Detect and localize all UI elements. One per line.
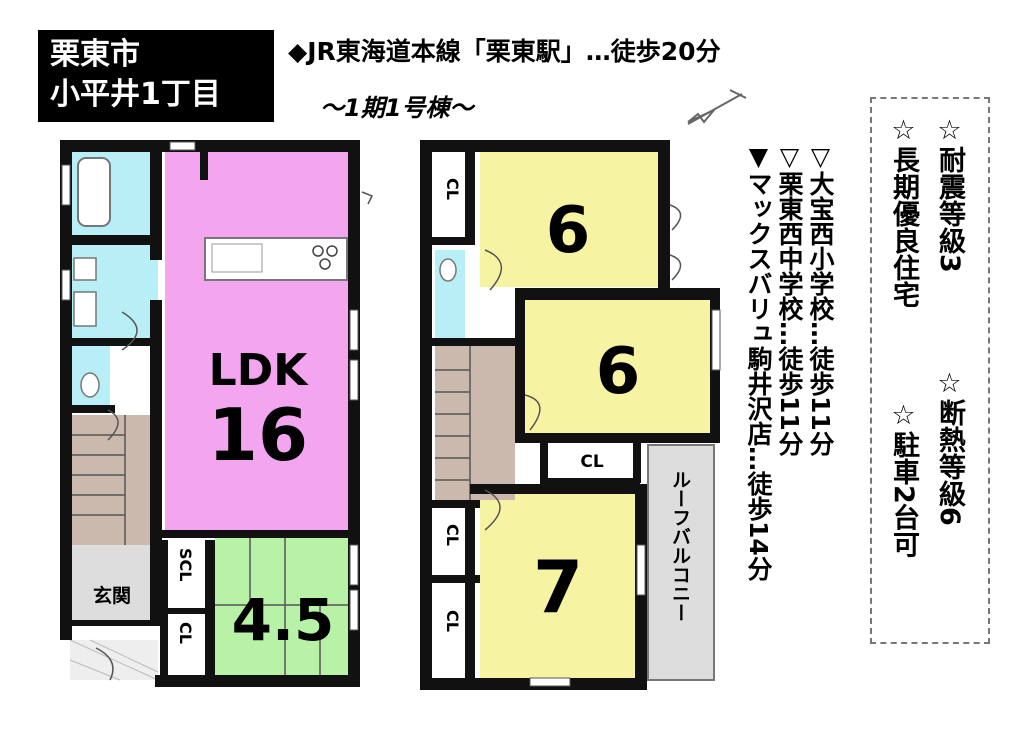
feature-parking: ☆駐車2台可 <box>888 400 919 558</box>
washer-icon <box>73 257 97 281</box>
bathtub-icon <box>77 157 111 227</box>
washbasin-icon <box>73 291 97 327</box>
roof-balcony-label: ルーフバルコニー <box>669 470 691 622</box>
phase-label: 〜1期1号棟〜 <box>320 94 474 122</box>
washitsu-size: 4.5 <box>232 586 335 654</box>
area-town: 小平井1丁目 <box>50 77 221 112</box>
genkan-area <box>70 545 158 625</box>
station-access: ◆JR東海道本線「栗東駅」…徒歩20分 <box>288 37 721 66</box>
room-c-size: 7 <box>533 545 583 629</box>
room-a-size: 6 <box>546 194 591 268</box>
toilet-icon <box>80 372 100 398</box>
floor-1 <box>60 140 374 687</box>
cl-closet-1f <box>165 615 210 675</box>
access-junior-high: ▽栗東西中学校…徒歩11分 <box>775 142 804 456</box>
stairs-2f <box>435 345 515 500</box>
feature-box <box>870 97 990 644</box>
bedroom-c <box>480 493 640 678</box>
room-b-size: 6 <box>596 335 641 409</box>
bedroom-b <box>525 298 715 433</box>
ldk-size: 16 <box>208 393 308 477</box>
cl-label-2f-top: CL <box>443 178 462 200</box>
cl-label-1f: CL <box>176 622 195 644</box>
area-city: 栗東市 <box>50 37 140 72</box>
sink-icon <box>211 243 263 273</box>
access-supermarket: ▼マックスバリュ駒井沢店…徒歩14分 <box>744 142 773 581</box>
feature-earthquake: ☆耐震等級3 <box>934 115 965 273</box>
genkan-label: 玄関 <box>93 584 131 607</box>
ldk-label: LDK <box>209 345 310 396</box>
area-title-box: 栗東市 小平井1丁目 <box>38 30 274 122</box>
feature-long-term: ☆長期優良住宅 <box>888 115 919 308</box>
roof-balcony <box>648 445 714 680</box>
cl-label-2f-bottom: CL <box>443 610 462 632</box>
scl-label: SCL <box>176 548 195 582</box>
north-arrow-icon <box>687 89 747 125</box>
access-elementary: ▽大宝西小学校…徒歩11分 <box>806 142 835 456</box>
bedroom-a <box>480 152 660 287</box>
floor-2 <box>420 140 721 690</box>
scl-closet <box>165 545 210 610</box>
closet-label-2f-center: CL <box>580 452 603 472</box>
cl-label-2f-mid: CL <box>443 524 462 546</box>
ldk-room <box>165 150 355 530</box>
feature-insulation: ☆断熱等級6 <box>934 368 965 526</box>
stairs-1f <box>70 415 158 545</box>
